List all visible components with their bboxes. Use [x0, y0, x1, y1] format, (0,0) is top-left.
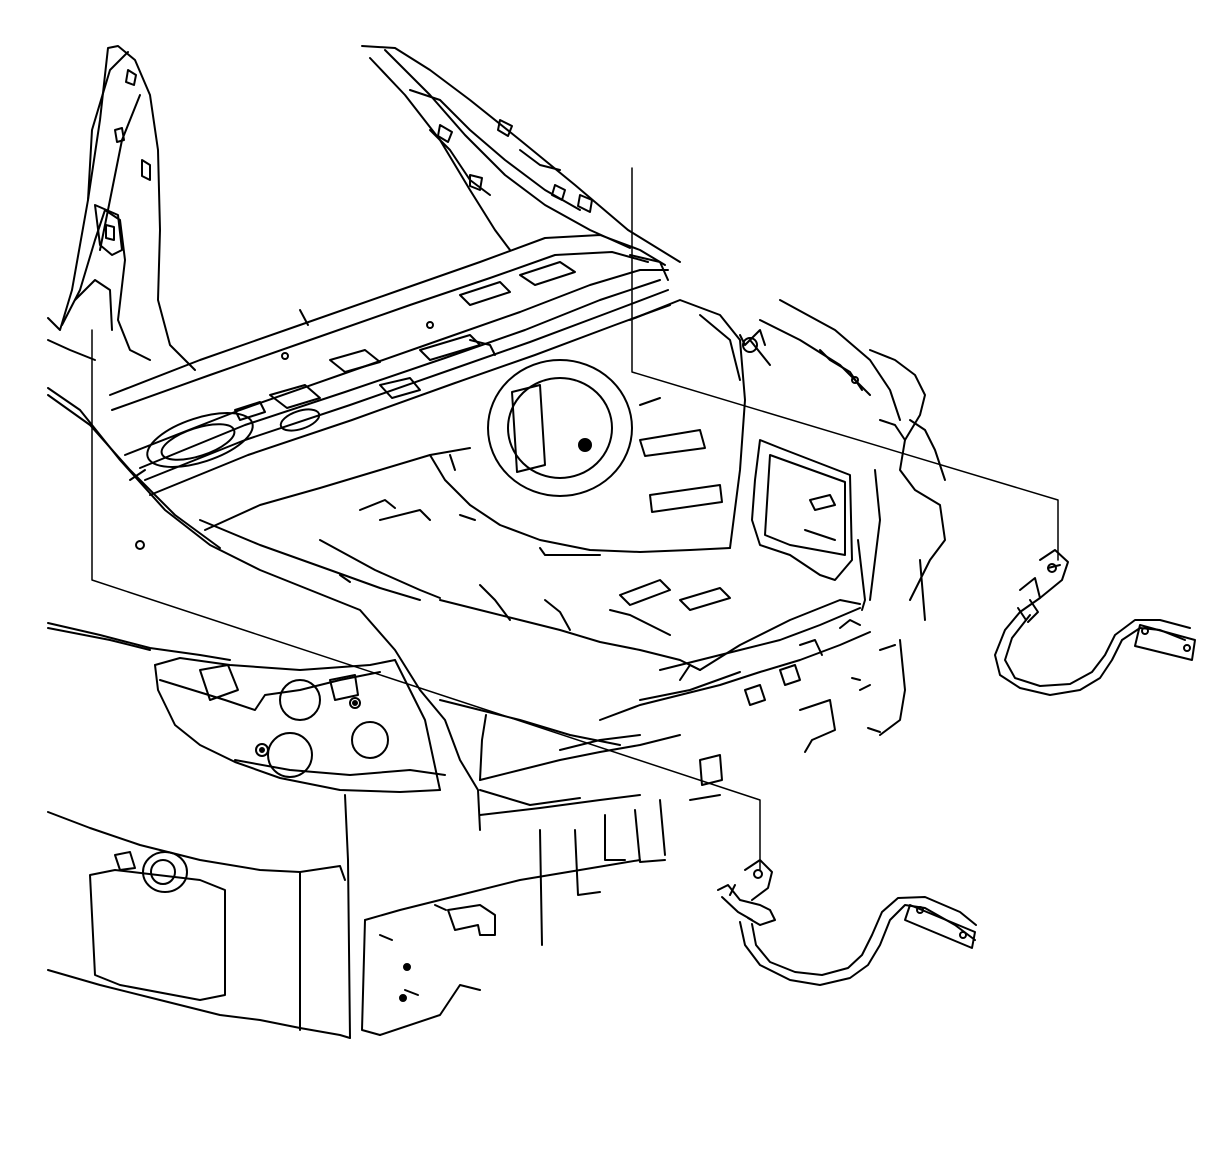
left-rear-pillar: [48, 46, 195, 370]
leader-line-top: [632, 168, 1058, 560]
trunk-interior: [205, 255, 900, 580]
rear-end-panel: [362, 560, 925, 1035]
left-quarter-panel: [48, 388, 480, 1038]
leader-line-left: [92, 330, 760, 870]
right-rear-pillar: [362, 46, 680, 262]
trunk-lid-hinge-right: [995, 550, 1195, 695]
trunk-floor: [200, 500, 730, 670]
vehicle-rear-body: [48, 46, 945, 1038]
callout-leader-lines: [92, 168, 1058, 870]
trunk-lid-hinge-left: [718, 860, 976, 985]
rear-crossmember: [480, 600, 860, 780]
left-tail-lamp-pocket: [155, 658, 445, 792]
right-quarter-panel: [858, 350, 945, 610]
